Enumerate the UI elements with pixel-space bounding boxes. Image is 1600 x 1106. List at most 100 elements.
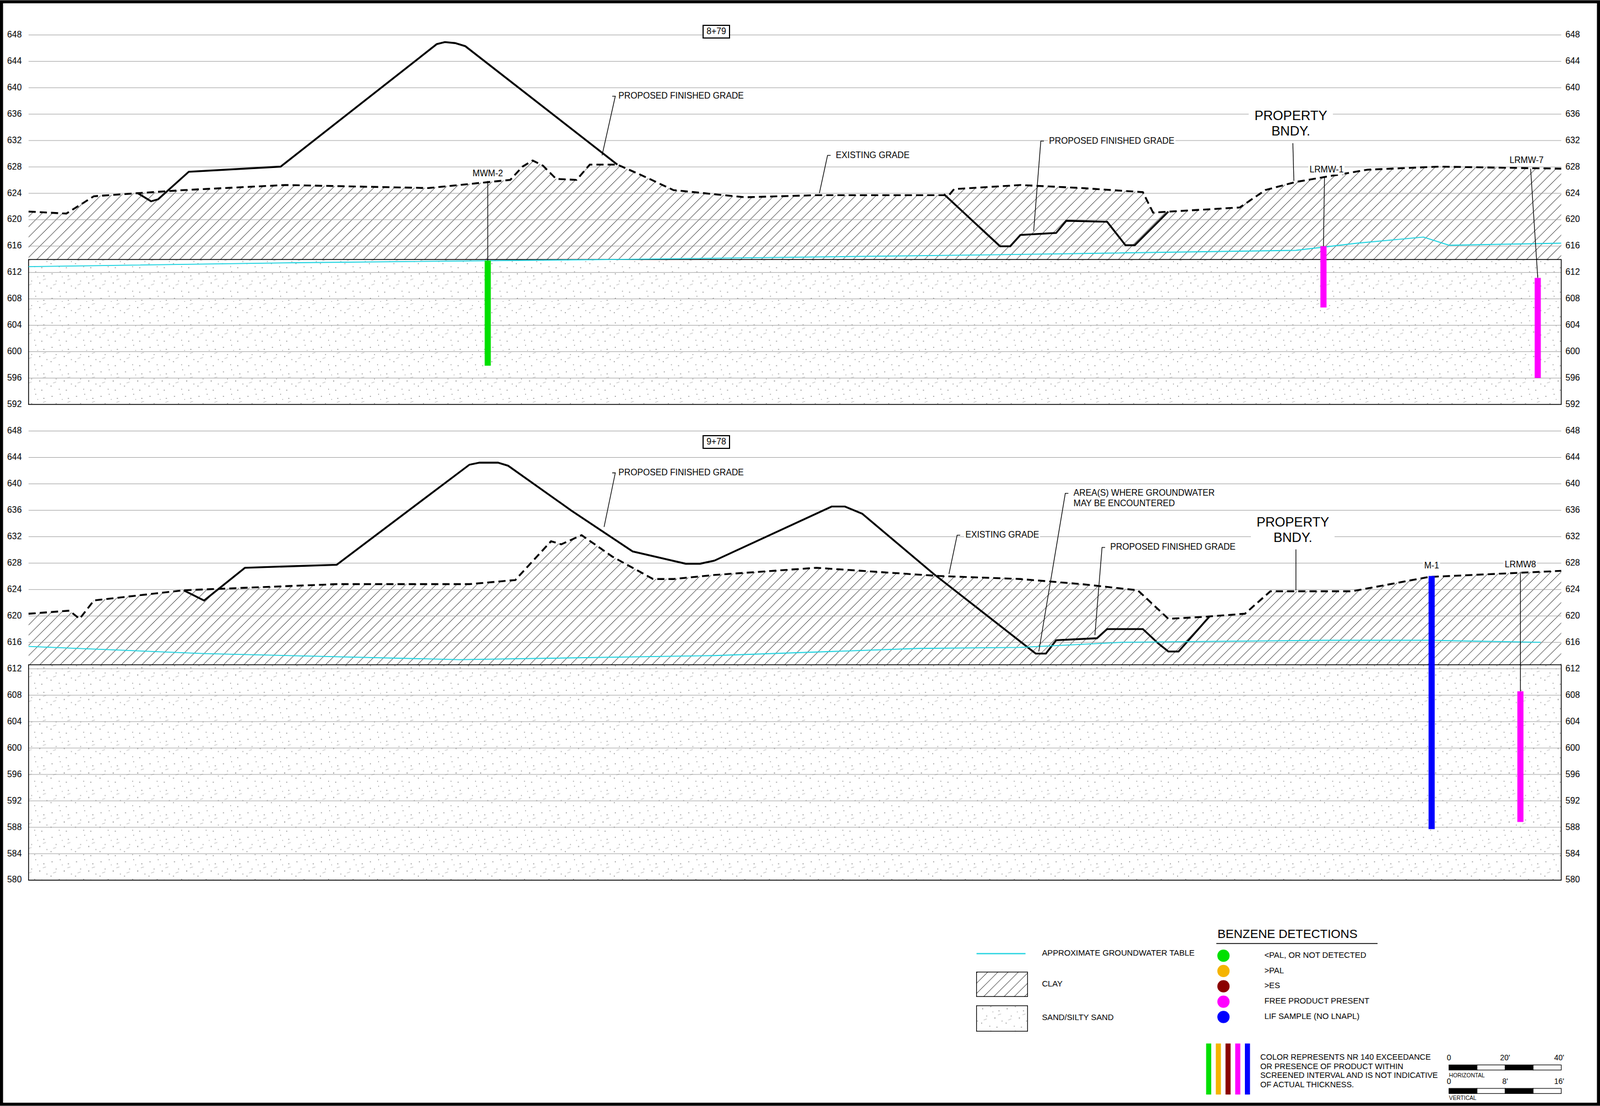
- elevation-label: 640: [1564, 478, 1581, 489]
- legend-text: >ES: [1263, 981, 1281, 991]
- elevation-label: 620: [6, 214, 23, 225]
- grid-line: [28, 298, 1562, 299]
- elevation-label: 636: [6, 504, 23, 515]
- elevation-label: 580: [1564, 874, 1581, 885]
- elevation-label: 612: [6, 267, 23, 277]
- legend-note: COLOR REPRESENTS NR 140 EXCEEDANCE OR PR…: [1259, 1052, 1441, 1089]
- elevation-label: 592: [6, 399, 23, 410]
- elevation-label: 608: [6, 689, 23, 700]
- elevation-label: 612: [6, 663, 23, 674]
- grid-lines: [28, 34, 1562, 405]
- grid-line: [28, 140, 1562, 141]
- drawing-line: [1323, 177, 1325, 247]
- legend-text: FREE PRODUCT PRESENT: [1263, 996, 1371, 1006]
- grid-line: [28, 562, 1562, 564]
- elevation-label: 608: [1564, 293, 1581, 304]
- elevation-label: 628: [6, 557, 23, 568]
- elevation-label: 604: [6, 319, 23, 330]
- elevation-label: 628: [6, 161, 23, 172]
- elevation-label: 636: [1564, 109, 1581, 119]
- well-label: LRMW8: [1503, 559, 1538, 570]
- elevation-label: 644: [1564, 56, 1581, 67]
- drawing-line: [1292, 143, 1294, 182]
- station-box: 8+79: [702, 24, 730, 38]
- scale-number: 16': [1553, 1076, 1566, 1086]
- elevation-label: 624: [1564, 584, 1581, 595]
- drawing-rect: [1505, 1064, 1534, 1070]
- callout-label: EXISTING GRADE: [964, 529, 1041, 540]
- elevation-label: 608: [6, 293, 23, 304]
- grid-lines: [28, 431, 1562, 880]
- boundary-label: PROPERTY BNDY.: [1248, 108, 1333, 139]
- well-label: LRMW-7: [1508, 155, 1545, 166]
- color-bar: [1206, 1043, 1212, 1095]
- elevation-label: 600: [1564, 346, 1581, 357]
- grid-line: [28, 589, 1562, 590]
- drawing-rect: [1533, 1064, 1562, 1070]
- elevation-label: 592: [1564, 795, 1581, 806]
- grid-line: [28, 694, 1562, 696]
- proposed-grade: [137, 41, 618, 201]
- boundary-label: PROPERTY BNDY.: [1250, 514, 1335, 545]
- drawing-rect: [1505, 1087, 1534, 1093]
- well-label: M-1: [1423, 560, 1441, 571]
- legend-text: LIF SAMPLE (NO LNAPL): [1263, 1011, 1361, 1021]
- elevation-label: 632: [1564, 135, 1581, 146]
- proposed-grade: [183, 462, 1210, 654]
- elevation-label: 628: [1564, 161, 1581, 172]
- elevation-label: 644: [1564, 452, 1581, 462]
- elevation-label: 580: [6, 874, 23, 885]
- existing-grade: [28, 535, 1562, 619]
- legend-swatch: [1217, 949, 1230, 962]
- elevation-label: 620: [6, 610, 23, 621]
- elevation-label: 624: [1564, 187, 1581, 198]
- drawing-polyline: [1095, 547, 1106, 635]
- grid-line: [28, 800, 1562, 802]
- well-screen: [1320, 246, 1327, 308]
- elevation-label: 644: [6, 56, 23, 67]
- elevation-label: 628: [1564, 557, 1581, 568]
- drawing-rect: [1477, 1064, 1506, 1070]
- drawing-rect: [1449, 1064, 1478, 1070]
- drawing-polyline: [819, 155, 831, 194]
- elevation-label: 600: [6, 742, 23, 753]
- elevation-label: 584: [1564, 847, 1581, 858]
- grid-line: [28, 641, 1562, 643]
- well-screen: [1428, 575, 1435, 830]
- drawing-polyline: [1033, 140, 1044, 231]
- elevation-label: 608: [1564, 689, 1581, 700]
- grid-line: [28, 483, 1562, 484]
- sand-outline: [28, 664, 1562, 880]
- elevation-label: 584: [6, 847, 23, 858]
- callout-label: PROPOSED FINISHED GRADE: [617, 467, 745, 478]
- drawing-polyline: [601, 96, 616, 156]
- color-bar: [1234, 1043, 1240, 1095]
- grid-line: [28, 351, 1562, 352]
- drawing-polyline: [1038, 493, 1069, 652]
- drawing-line: [1520, 571, 1521, 691]
- scale-number: 8': [1500, 1076, 1509, 1086]
- legend-text: APPROXIMATE GROUNDWATER TABLE: [1040, 948, 1196, 958]
- grid-line: [28, 509, 1562, 511]
- grid-line: [28, 61, 1562, 62]
- drawing-polyline: [603, 472, 616, 527]
- elevation-label: 636: [6, 109, 23, 119]
- elevation-label: 624: [6, 584, 23, 595]
- callout-label: PROPOSED FINISHED GRADE: [617, 90, 745, 101]
- station-number: 9+78: [706, 436, 726, 446]
- legend-text: >PAL: [1263, 965, 1286, 976]
- drawing-rect: [1533, 1087, 1562, 1093]
- drawing-polyline: [949, 535, 961, 574]
- sand-outline: [28, 259, 1562, 405]
- elevation-label: 612: [1564, 267, 1581, 277]
- elevation-label: 592: [6, 795, 23, 806]
- drawing-rect: [1449, 1087, 1478, 1093]
- elevation-label: 604: [1564, 319, 1581, 330]
- legend-swatches: [1206, 949, 1251, 1095]
- scale-caption: VERTICAL: [1448, 1094, 1478, 1102]
- elevation-label: 620: [1564, 610, 1581, 621]
- legend-swatch: [1217, 994, 1230, 1008]
